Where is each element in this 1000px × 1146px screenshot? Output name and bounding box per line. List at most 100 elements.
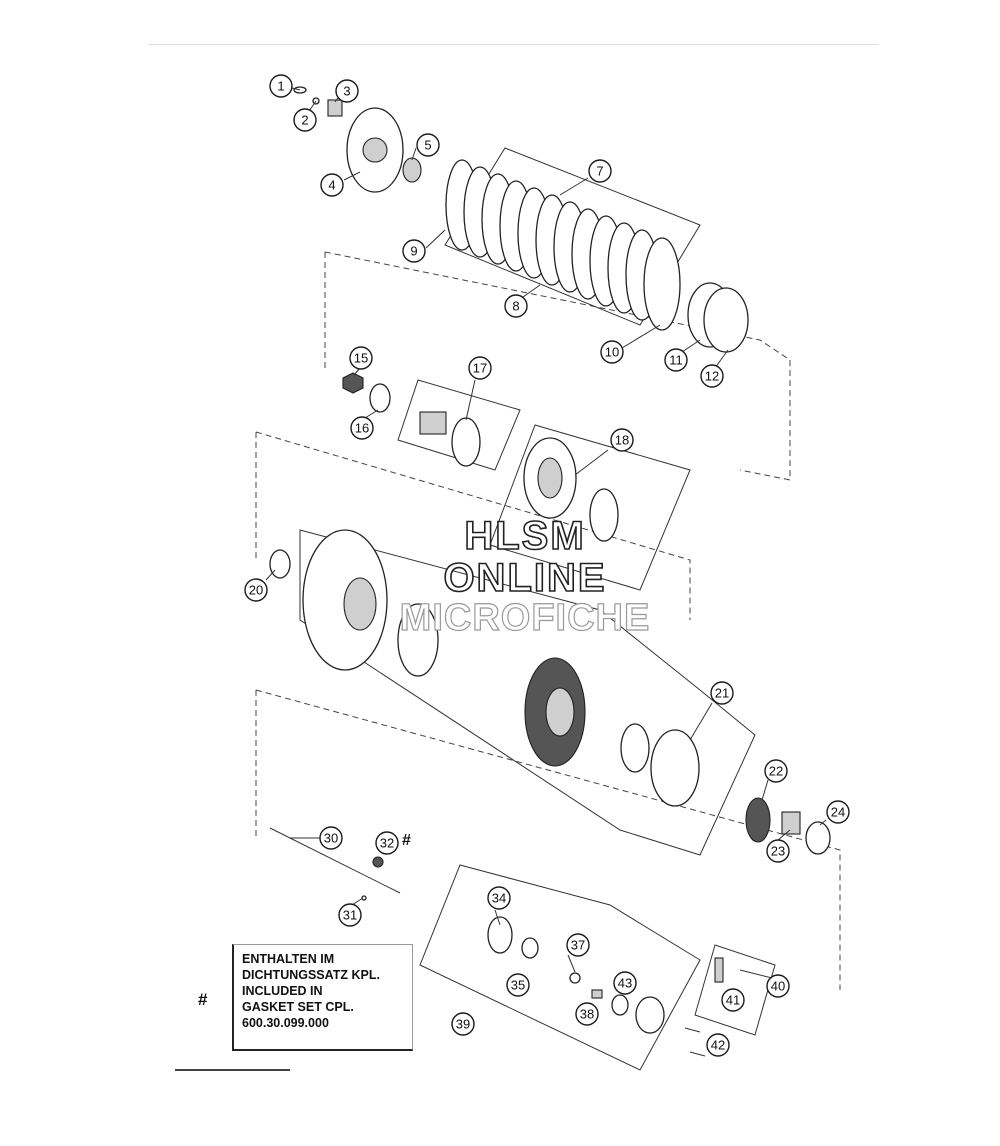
needle-bearing: [419, 411, 447, 435]
ball-31: [361, 895, 367, 901]
callout-39: 39: [451, 1012, 475, 1036]
svg-text:11: 11: [669, 353, 683, 368]
callout-23: 23: [766, 839, 790, 863]
bleeder-40: [714, 957, 724, 983]
callout-22: 22: [764, 759, 788, 783]
wire-ring-12: [703, 287, 749, 353]
callout-21: 21: [710, 681, 734, 705]
callout-12: 12: [700, 364, 724, 388]
svg-text:8: 8: [512, 299, 519, 314]
note-line-3: INCLUDED IN: [242, 984, 323, 998]
callout-2: 2: [293, 108, 317, 132]
cover-39: [635, 996, 665, 1034]
callout-40: 40: [766, 974, 790, 998]
outer-basket-group: [269, 529, 831, 855]
screw-42b: [689, 1051, 706, 1057]
svg-text:1: 1: [277, 79, 284, 94]
callout-34: 34: [487, 886, 511, 910]
note-line-4: GASKET SET CPL.: [242, 1000, 354, 1014]
gear-22: [745, 797, 771, 843]
inner-hub-group: [342, 372, 619, 542]
callout-9: 9: [402, 239, 426, 263]
clutch-disc-stack: [445, 159, 749, 353]
slave-cylinder-34: [487, 916, 513, 954]
callout-3: 3: [335, 79, 359, 103]
svg-text:32: 32: [380, 836, 394, 851]
callout-43: 43: [613, 971, 637, 995]
note-line-1: ENTHALTEN IM: [242, 952, 335, 966]
callout-31: 31: [338, 903, 362, 927]
callout-8: 8: [504, 294, 528, 318]
callout-4: 4: [320, 173, 344, 197]
seal-ring-20: [269, 549, 291, 579]
svg-text:9: 9: [410, 244, 417, 259]
o-ring-43: [611, 994, 629, 1016]
assembly-guide-lines: [255, 147, 841, 1071]
svg-text:3: 3: [343, 84, 350, 99]
nut-15: [342, 372, 364, 394]
svg-text:12: 12: [705, 369, 719, 384]
thrust-plate-21: [650, 729, 700, 807]
svg-text:37: 37: [571, 938, 585, 953]
callout-20: 20: [244, 578, 268, 602]
top-divider: [148, 44, 878, 45]
callout-15: 15: [349, 346, 373, 370]
svg-text:18: 18: [615, 433, 629, 448]
svg-text:40: 40: [771, 979, 785, 994]
svg-text:30: 30: [324, 831, 338, 846]
callout-18: 18: [610, 428, 634, 452]
pressure-plate-group: [293, 86, 422, 193]
callout-10: 10: [600, 340, 624, 364]
callout-37: 37: [566, 933, 590, 957]
svg-text:20: 20: [249, 583, 263, 598]
svg-text:10: 10: [605, 345, 619, 360]
svg-text:21: 21: [715, 686, 729, 701]
callout-16: 16: [350, 416, 374, 440]
svg-text:4: 4: [328, 178, 335, 193]
note-line-5: 600.30.099.000: [242, 1016, 329, 1030]
svg-text:5: 5: [424, 138, 431, 153]
bottom-divider: [175, 1069, 290, 1071]
hub-plate-17: [451, 417, 481, 467]
gasket-set-note: ENTHALTEN IM DICHTUNGSSATZ KPL. INCLUDED…: [232, 944, 413, 1051]
svg-text:7: 7: [596, 164, 603, 179]
push-rod-group: [269, 827, 401, 901]
piston-37: [569, 972, 581, 984]
spring-38: [591, 989, 603, 999]
callout-1: 1: [269, 74, 293, 98]
callout-17: 17: [468, 356, 492, 380]
svg-text:16: 16: [355, 421, 369, 436]
o-ring-35: [521, 937, 539, 959]
svg-text:39: 39: [456, 1017, 470, 1032]
note-line-2: DICHTUNGSSATZ KPL.: [242, 968, 380, 982]
screw-42a: [684, 1027, 701, 1033]
svg-text:2: 2: [301, 113, 308, 128]
callout-42: 42: [706, 1033, 730, 1057]
callout-41: 41: [721, 988, 745, 1012]
svg-text:41: 41: [726, 993, 740, 1008]
footnote-marker-32: #: [402, 832, 411, 849]
spring-3: [327, 99, 343, 117]
svg-text:42: 42: [711, 1038, 725, 1053]
callout-32: 32: [375, 831, 399, 855]
callout-7: 7: [588, 159, 612, 183]
slave-cylinder-group: [487, 916, 724, 1057]
callout-35: 35: [506, 973, 530, 997]
svg-text:24: 24: [831, 805, 845, 820]
callout-24: 24: [826, 800, 850, 824]
svg-text:17: 17: [473, 361, 487, 376]
callout-11: 11: [664, 348, 688, 372]
svg-text:31: 31: [343, 908, 357, 923]
svg-text:35: 35: [511, 978, 525, 993]
svg-text:22: 22: [769, 764, 783, 779]
seal-32: [372, 856, 384, 868]
needle-bearing-23: [781, 811, 801, 835]
callout-5: 5: [416, 133, 440, 157]
svg-text:38: 38: [580, 1007, 594, 1022]
damper-plate: [397, 603, 439, 677]
washer-16: [369, 383, 391, 413]
callout-38: 38: [575, 1002, 599, 1026]
washer-24: [805, 821, 831, 855]
svg-text:43: 43: [618, 976, 632, 991]
